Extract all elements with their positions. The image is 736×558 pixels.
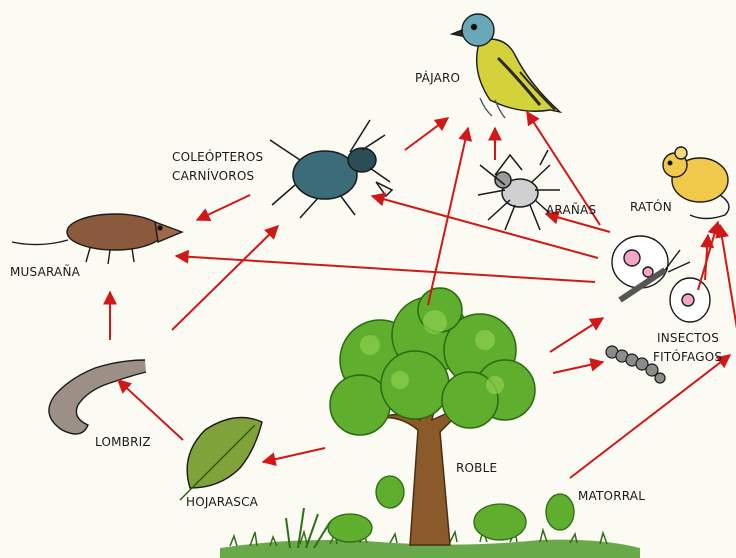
butterfly-icon [612,236,710,322]
label-matorral: MATORRAL [578,489,645,503]
mouse-icon [663,147,729,219]
label-pajaro: PÁJARO [415,70,460,85]
beetle-icon [270,120,392,218]
label-insectos-line1: INSECTOS [657,331,719,345]
label-aranas: ARAÑAS [546,202,596,217]
leaf-icon [180,418,262,501]
label-musarana: MUSARAÑA [10,264,81,279]
shrew-icon [12,214,182,264]
label-coleopteros-line1: COLEÓPTEROS [172,149,263,164]
label-coleopteros-line2: CARNÍVOROS [172,168,254,183]
label-roble: ROBLE [456,461,497,475]
label-lombriz: LOMBRIZ [95,435,151,449]
label-insectos-line2: FITÓFAGOS [653,349,722,364]
earthworm-icon [49,360,146,434]
label-raton: RATÓN [630,199,672,214]
label-hojarasca: HOJARASCA [186,495,259,509]
spider-icon [478,150,560,230]
bird-icon [452,14,560,118]
